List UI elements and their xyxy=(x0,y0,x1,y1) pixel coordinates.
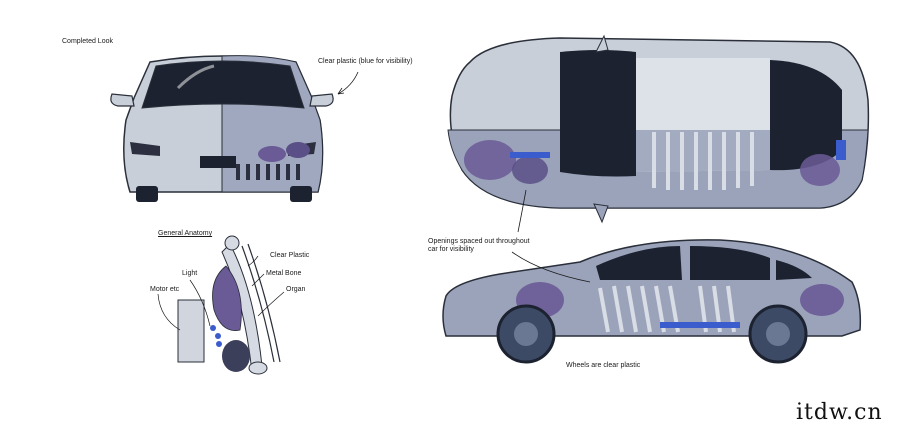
openings-label-line1: Openings spaced out throughout xyxy=(428,238,530,245)
watermark-text: itdw.cn xyxy=(796,400,883,425)
front-view-car xyxy=(110,55,334,202)
anatomy-diagram xyxy=(157,235,285,375)
general-anatomy-label: General Anatomy xyxy=(158,230,213,237)
organ-label: Organ xyxy=(286,286,306,293)
openings-label-line2: car for visibility xyxy=(428,246,474,253)
wheels-label: Wheels are clear plastic xyxy=(566,362,641,369)
metal-bone-label: Metal Bone xyxy=(266,270,302,277)
completed-look-label: Completed Look xyxy=(62,38,113,45)
clear-plastic-blue-label: Clear plastic (blue for visibility) xyxy=(318,58,413,65)
clear-plastic-label: Clear Plastic xyxy=(270,252,310,259)
side-view-car xyxy=(442,239,862,364)
motor-label: Motor etc xyxy=(150,286,180,293)
light-label: Light xyxy=(182,270,198,277)
top-view-car xyxy=(447,34,870,224)
